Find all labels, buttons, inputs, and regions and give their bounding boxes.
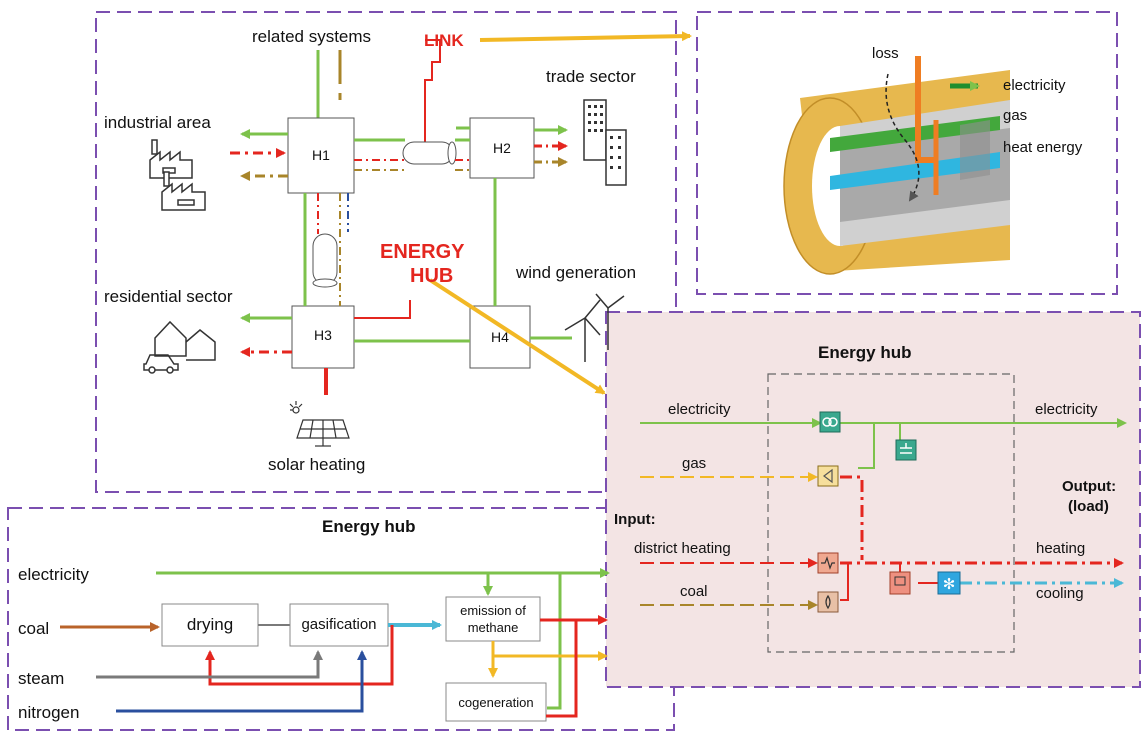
svg-text:✻: ✻ xyxy=(943,576,956,593)
energy-hub-label-line2: HUB xyxy=(410,265,453,287)
cogeneration-box xyxy=(445,682,547,722)
trade-sector-label: trade sector xyxy=(546,67,636,86)
storage-icon xyxy=(895,439,917,461)
chiller-icon: ✻ xyxy=(937,571,961,595)
right-input-label: Input: xyxy=(614,511,656,528)
bottom-coal-label: coal xyxy=(18,619,49,638)
link-cross-section-illustration xyxy=(783,56,1010,275)
link-pipe-h1-h2 xyxy=(402,141,454,165)
transformer-icon xyxy=(819,411,841,433)
energy-hub-label-line1: ENERGY xyxy=(380,241,465,263)
gasification-label: gasification xyxy=(301,616,376,633)
bottom-electricity-label: electricity xyxy=(18,565,89,584)
right-hub-title: Energy hub xyxy=(818,343,912,362)
drying-box xyxy=(161,603,259,647)
bottom-hub-title: Energy hub xyxy=(322,517,416,536)
buildings-icon xyxy=(583,99,627,186)
hub-h1-label: H1 xyxy=(312,147,330,163)
right-cooling-label: cooling xyxy=(1036,585,1084,602)
link-gas-label: gas xyxy=(1003,107,1027,124)
right-hub-inner-box xyxy=(767,373,1015,653)
heat-exchanger-icon xyxy=(817,552,839,574)
link-pipe-h1-h3 xyxy=(312,233,338,285)
link-electricity-label: electricity xyxy=(1003,77,1066,94)
related-systems-label: related systems xyxy=(252,27,371,46)
hub-h3-label: H3 xyxy=(314,327,332,343)
loss-arrow xyxy=(885,73,920,202)
right-district-heating-label: district heating xyxy=(634,540,731,557)
solar-heating-label: solar heating xyxy=(268,455,365,474)
bottom-nitrogen-label: nitrogen xyxy=(18,703,79,722)
right-output-label-line1: Output: xyxy=(1062,478,1116,495)
right-energy-hub-panel xyxy=(605,311,1141,688)
residential-sector-label: residential sector xyxy=(104,287,233,306)
gas-turbine-icon xyxy=(817,465,839,487)
wind-turbine-icon xyxy=(564,293,625,362)
link-detail-frame xyxy=(696,11,1118,295)
cogeneration-label: cogeneration xyxy=(458,695,533,710)
link-pointer-arrow xyxy=(479,31,692,42)
right-heating-label: heating xyxy=(1036,540,1085,557)
factory-icon xyxy=(149,139,206,211)
link-heat-energy-label: heat energy xyxy=(1003,139,1083,156)
houses-icon xyxy=(143,320,216,374)
right-coal-label: coal xyxy=(680,583,708,600)
absorption-chiller-icon xyxy=(889,571,911,595)
gasification-box xyxy=(289,603,389,647)
right-gas-label: gas xyxy=(682,455,706,472)
boiler-icon xyxy=(817,591,839,613)
link-label: LINK xyxy=(424,31,464,50)
emission-label-line1: emission of xyxy=(460,603,526,618)
right-electricity-in-label: electricity xyxy=(668,401,731,418)
hub-h1-box xyxy=(287,117,355,194)
solar-panel-icon xyxy=(289,401,350,447)
hub-h3-box xyxy=(291,305,355,369)
industrial-area-label: industrial area xyxy=(104,113,211,132)
drying-label: drying xyxy=(187,615,233,634)
right-output-label-line2: (load) xyxy=(1068,498,1109,515)
wind-generation-label: wind generation xyxy=(515,263,636,282)
energy-hub-pointer-arrow xyxy=(428,278,606,395)
hub-h4-label: H4 xyxy=(491,329,509,345)
emission-label-line2: methane xyxy=(468,620,519,635)
loss-label: loss xyxy=(872,45,899,62)
right-electricity-out-label: electricity xyxy=(1035,401,1098,418)
network-frame xyxy=(95,11,677,493)
bottom-steam-label: steam xyxy=(18,669,64,688)
hub-h2-label: H2 xyxy=(493,140,511,156)
hub-h2-box xyxy=(469,117,535,179)
